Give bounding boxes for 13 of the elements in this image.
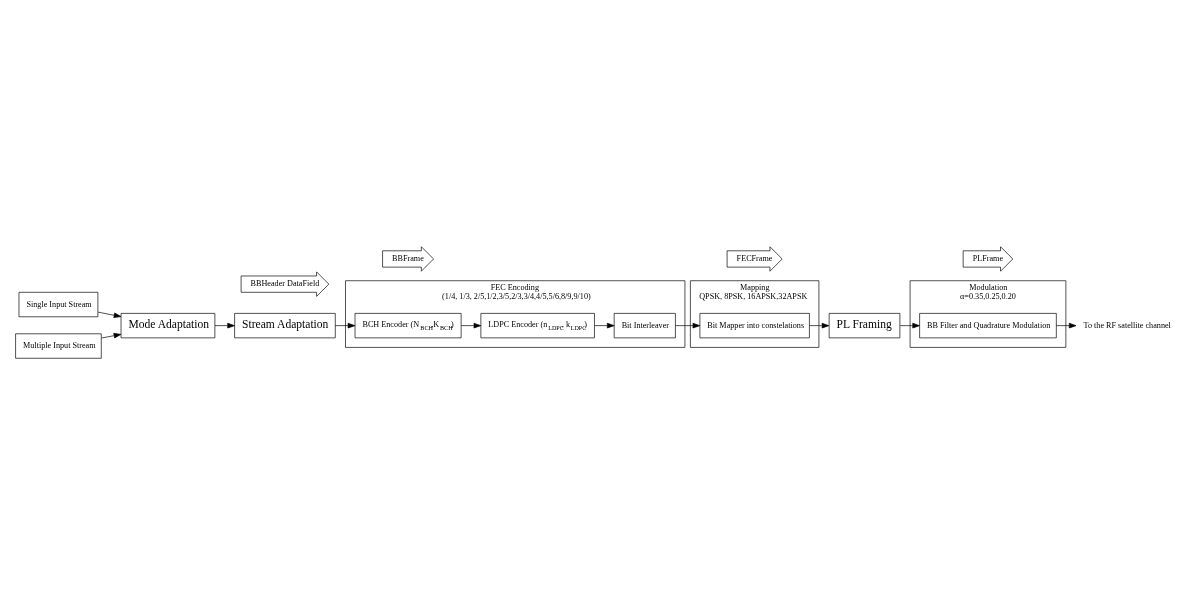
arrow: [899, 322, 920, 329]
arrow: [101, 332, 122, 339]
arrow: [675, 322, 701, 329]
node-box: Stream Adaptation: [234, 313, 336, 339]
arrow: [214, 322, 235, 329]
arrow: [97, 311, 122, 318]
arrow: [594, 322, 615, 329]
node-box: Mode Adaptation: [120, 313, 216, 339]
arrow: [460, 322, 482, 329]
arrow: [809, 322, 830, 329]
arrow: [1056, 322, 1077, 329]
node-box: PL Framing: [828, 313, 901, 339]
arrow: [335, 322, 356, 329]
